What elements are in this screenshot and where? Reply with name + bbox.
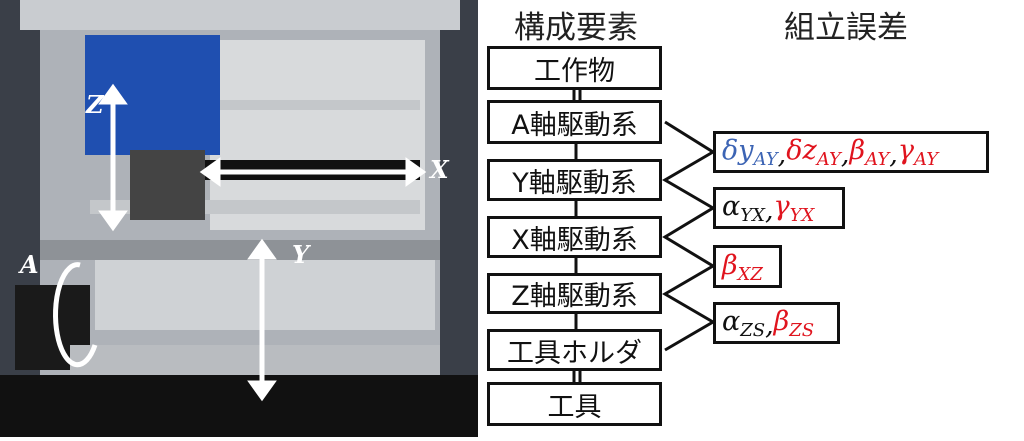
error-box-ay: δyAY, δzAY, βAY, γAY <box>713 131 989 173</box>
component-a-axis: A軸駆動系 <box>487 100 662 144</box>
component-workpiece: 工作物 <box>487 46 662 90</box>
error-box-zs: αZS, βZS <box>713 302 840 344</box>
component-tool-holder: 工具ホルダ <box>487 329 662 371</box>
a-axis-label: A <box>20 250 39 279</box>
error-term: δyAY <box>722 135 778 170</box>
component-y-axis: Y軸駆動系 <box>487 159 662 201</box>
error-term: γYX <box>773 191 815 226</box>
y-axis-label: Y <box>292 240 310 269</box>
machine-photo: Z X Y A <box>0 0 478 437</box>
z-axis-label: Z <box>86 90 104 119</box>
error-term: βXZ <box>722 250 763 285</box>
error-box-xz: βXZ <box>713 245 782 288</box>
x-axis-label: X <box>430 155 449 184</box>
error-term: γAY <box>897 135 939 170</box>
error-term: αZS <box>722 306 766 341</box>
component-z-axis: Z軸駆動系 <box>487 273 662 314</box>
component-tool: 工具 <box>487 382 662 426</box>
error-term: δzAY <box>786 135 841 170</box>
components-header: 構成要素 <box>514 10 638 46</box>
error-term: βAY <box>849 135 890 170</box>
error-term: βZS <box>773 306 815 341</box>
error-box-yx: αYX, γYX <box>713 187 845 229</box>
component-x-axis: X軸駆動系 <box>487 216 662 258</box>
error-term: αYX <box>722 191 765 226</box>
errors-header: 組立誤差 <box>784 10 908 46</box>
